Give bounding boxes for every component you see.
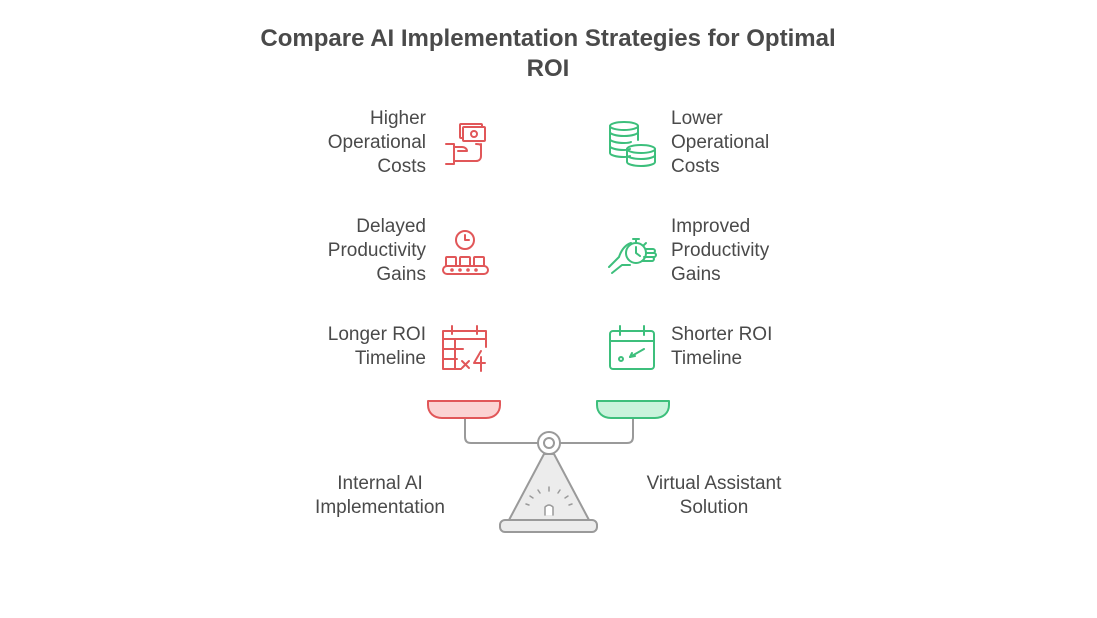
left-pan — [427, 400, 501, 419]
diagram-title: Compare AI Implementation Strategies for… — [260, 25, 836, 82]
calendar-arrow-icon — [606, 323, 658, 375]
right-option-name: Virtual Assistant Solution — [646, 473, 782, 518]
left-item-2-label: Delayed Productivity Gains — [327, 216, 426, 285]
calendar-times-four-icon — [440, 323, 492, 375]
right-item-3-label: Shorter ROI Timeline — [671, 324, 773, 369]
right-pan — [596, 400, 670, 419]
hand-stopwatch-icon — [606, 227, 658, 279]
coin-stacks-icon — [606, 118, 658, 170]
right-item-1-label: Lower Operational Costs — [671, 108, 770, 177]
right-item-2-label: Improved Productivity Gains — [671, 216, 770, 285]
hand-cash-icon — [440, 118, 492, 170]
clock-conveyor-icon — [440, 227, 492, 279]
left-item-1-label: Higher Operational Costs — [327, 108, 426, 177]
left-option-name: Internal AI Implementation — [315, 473, 445, 518]
left-item-3-label: Longer ROI Timeline — [327, 324, 426, 369]
balance-scale — [420, 395, 680, 540]
